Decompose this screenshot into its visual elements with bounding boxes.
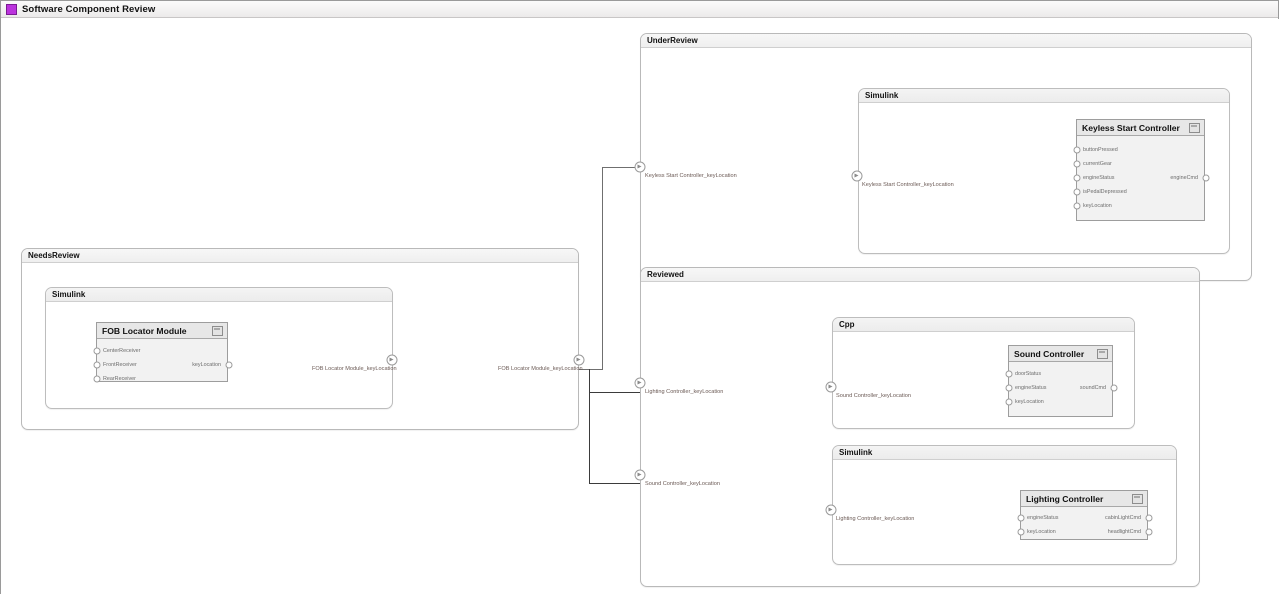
block-lighting-controller-body: engineStatus keyLocation cabinLightCmd h… (1017, 507, 1153, 538)
group-reviewed-cpp-label: Cpp (833, 318, 1134, 332)
iport-label-simulink-lighting-keylocation: Lighting Controller_keyLocation (836, 516, 915, 522)
port-in-doorstatus[interactable] (1005, 370, 1013, 378)
block-fob-locator-module-body: CenterReceiver FrontReceiver RearReceive… (93, 339, 233, 383)
port-label-enginecmd: engineCmd (1170, 175, 1198, 181)
iport-reviewed-sound-keylocation[interactable] (634, 469, 646, 481)
wire-to-reviewed-sound (589, 483, 641, 484)
port-in-keylocation[interactable] (1017, 528, 1025, 536)
iport-reviewed-lighting-keylocation[interactable] (634, 377, 646, 389)
iport-simulink-fob-keylocation[interactable] (386, 354, 398, 366)
port-label-ispedaldepressed: isPedalDepressed (1083, 189, 1127, 195)
subsystem-icon[interactable] (1097, 349, 1108, 359)
model-icon (6, 3, 17, 15)
group-under-review-simulink-label: Simulink (859, 89, 1229, 103)
group-under-review-simulink[interactable]: Simulink Keyless Start Controller button… (858, 88, 1230, 254)
port-in-rearreceiver[interactable] (93, 375, 101, 383)
wire-trunk-to-underreview (602, 167, 640, 168)
iport-cpp-sound-keylocation[interactable] (825, 381, 837, 393)
port-label-enginestatus: engineStatus (1027, 515, 1059, 521)
port-out-keylocation[interactable] (225, 361, 233, 369)
diagram-canvas[interactable]: UnderReview Simulink Keyless Start Contr… (1, 19, 1279, 594)
group-needs-review[interactable]: NeedsReview Simulink FOB Locator Module … (21, 248, 579, 430)
port-in-keylocation[interactable] (1005, 398, 1013, 406)
block-lighting-controller[interactable]: Lighting Controller engineStatus keyLoca… (1017, 490, 1153, 540)
group-needs-review-label: NeedsReview (22, 249, 578, 263)
iport-label-underreview-simulink-keylocation: Keyless Start Controller_keyLocation (862, 182, 954, 188)
port-label-headlightcmd: headlightCmd (1107, 529, 1141, 535)
wire-to-reviewed-lighting (589, 392, 641, 393)
port-in-enginestatus[interactable] (1073, 174, 1081, 182)
group-reviewed-simulink-label: Simulink (833, 446, 1176, 460)
iport-underreview-simulink-keylocation[interactable] (851, 170, 863, 182)
iport-simulink-lighting-keylocation[interactable] (825, 504, 837, 516)
iport-label-simulink-fob-keylocation: FOB Locator Module_keyLocation (312, 366, 397, 372)
group-under-review[interactable]: UnderReview Simulink Keyless Start Contr… (640, 33, 1252, 281)
subsystem-icon[interactable] (1132, 494, 1143, 504)
block-fob-locator-module-title: FOB Locator Module (97, 323, 227, 339)
wire-trunk-vertical-down2 (589, 392, 590, 484)
port-in-centerreceiver[interactable] (93, 347, 101, 355)
group-under-review-label: UnderReview (641, 34, 1251, 48)
port-out-soundcmd[interactable] (1110, 384, 1118, 392)
port-label-buttonpressed: buttonPressed (1083, 147, 1118, 153)
port-in-enginestatus[interactable] (1017, 514, 1025, 522)
port-label-soundcmd: soundCmd (1079, 385, 1106, 391)
subsystem-icon[interactable] (1189, 123, 1200, 133)
iport-needsreview-keylocation[interactable] (573, 354, 585, 366)
title-bar: Software Component Review (1, 1, 1278, 18)
port-label-keylocation: keyLocation (1015, 399, 1044, 405)
port-label-frontreceiver: FrontReceiver (103, 362, 137, 368)
port-label-doorstatus: doorStatus (1015, 371, 1042, 377)
block-keyless-start-controller[interactable]: Keyless Start Controller buttonPressed c… (1073, 119, 1210, 221)
wire-trunk-vertical-down (589, 369, 590, 393)
port-label-currentgear: currentGear (1083, 161, 1112, 167)
port-label-keylocation: keyLocation (1083, 203, 1112, 209)
group-reviewed[interactable]: Reviewed Cpp Sound Controller doorStatus… (640, 267, 1200, 587)
port-in-frontreceiver[interactable] (93, 361, 101, 369)
iport-underreview-keylocation[interactable] (634, 161, 646, 173)
port-out-cabinlightcmd[interactable] (1145, 514, 1153, 522)
block-keyless-start-controller-body: buttonPressed currentGear engineStatus i… (1073, 136, 1210, 219)
group-reviewed-simulink[interactable]: Simulink Lighting Controller engineStatu… (832, 445, 1177, 565)
port-label-centerreceiver: CenterReceiver (103, 348, 141, 354)
port-label-cabinlightcmd: cabinLightCmd (1105, 515, 1141, 521)
iport-label-reviewed-sound-keylocation: Sound Controller_keyLocation (645, 481, 720, 487)
window-title: Software Component Review (22, 3, 156, 15)
group-needs-review-simulink-label: Simulink (46, 288, 392, 302)
port-in-buttonpressed[interactable] (1073, 146, 1081, 154)
iport-label-cpp-sound-keylocation: Sound Controller_keyLocation (836, 393, 911, 399)
group-reviewed-label: Reviewed (641, 268, 1199, 282)
group-needs-review-simulink[interactable]: Simulink FOB Locator Module CenterReceiv… (45, 287, 393, 409)
block-sound-controller-body: doorStatus engineStatus keyLocation soun… (1005, 362, 1118, 415)
block-fob-locator-module[interactable]: FOB Locator Module CenterReceiver FrontR… (93, 322, 233, 383)
block-sound-controller-title: Sound Controller (1009, 346, 1112, 362)
port-in-keylocation[interactable] (1073, 202, 1081, 210)
subsystem-icon[interactable] (212, 326, 223, 336)
port-label-enginestatus: engineStatus (1015, 385, 1047, 391)
iport-label-reviewed-lighting-keylocation: Lighting Controller_keyLocation (645, 389, 724, 395)
wire-trunk-vertical-up (602, 167, 603, 370)
port-label-keylocation: keyLocation (1027, 529, 1056, 535)
wire-trunk-entry (589, 369, 603, 370)
port-in-currentgear[interactable] (1073, 160, 1081, 168)
port-label-rearreceiver: RearReceiver (103, 376, 136, 382)
port-in-enginestatus[interactable] (1005, 384, 1013, 392)
port-out-headlightcmd[interactable] (1145, 528, 1153, 536)
port-out-enginecmd[interactable] (1202, 174, 1210, 182)
port-in-ispedaldepressed[interactable] (1073, 188, 1081, 196)
iport-label-underreview-keylocation: Keyless Start Controller_keyLocation (645, 173, 737, 179)
port-label-enginestatus: engineStatus (1083, 175, 1115, 181)
block-lighting-controller-title: Lighting Controller (1021, 491, 1147, 507)
group-reviewed-cpp[interactable]: Cpp Sound Controller doorStatus engineSt… (832, 317, 1135, 429)
iport-label-needsreview-keylocation: FOB Locator Module_keyLocation (498, 366, 583, 372)
port-label-keylocation: keyLocation (192, 362, 221, 368)
block-sound-controller[interactable]: Sound Controller doorStatus engineStatus… (1005, 345, 1118, 417)
block-keyless-start-controller-title: Keyless Start Controller (1077, 120, 1204, 136)
